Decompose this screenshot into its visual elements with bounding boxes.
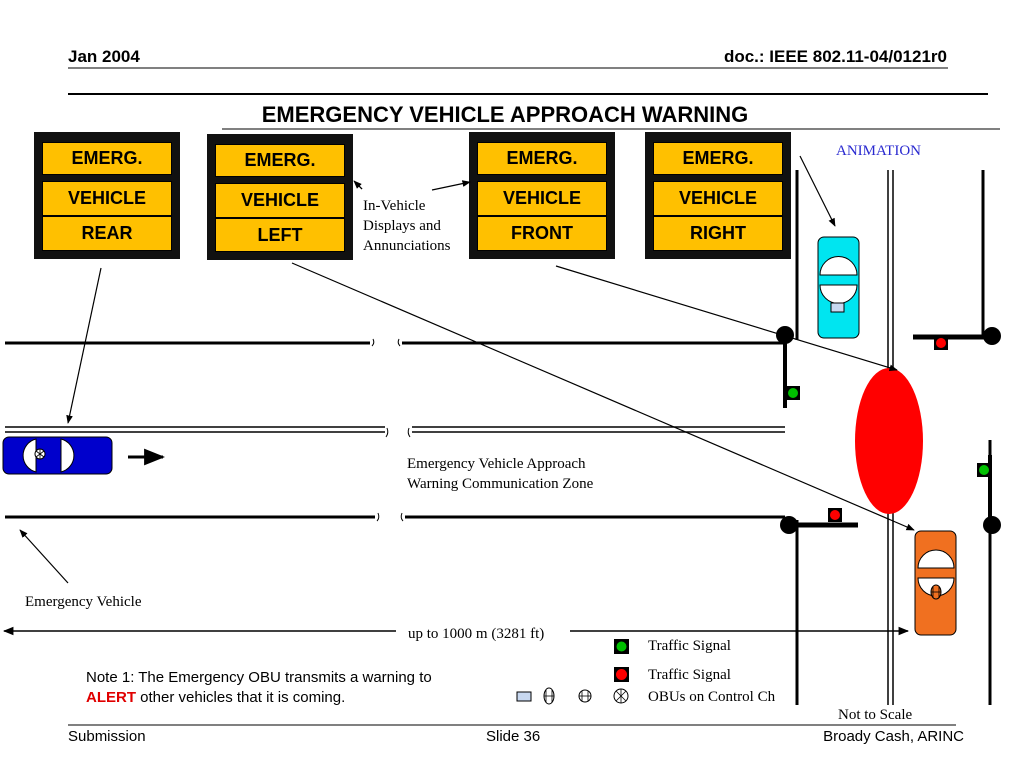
distance-label: up to 1000 m (3281 ft) — [408, 626, 545, 642]
display-rear-line2: VEHICLE — [42, 181, 172, 216]
display-left: EMERG. VEHICLE LEFT — [207, 134, 353, 260]
display-left-line2: VEHICLE — [215, 183, 345, 218]
note: Note 1: The Emergency OBU transmits a wa… — [86, 668, 432, 708]
warning-zone-label-line2: Warning Communication Zone — [407, 476, 594, 492]
in-vehicle-label: In-Vehicle Displays and Annunciations — [363, 196, 451, 256]
display-front-line1: EMERG. — [477, 142, 607, 175]
warning-zone-label-line1: Emergency Vehicle Approach — [407, 456, 586, 472]
in-vehicle-label-line1: In-Vehicle — [363, 198, 426, 214]
display-rear: EMERG. VEHICLE REAR — [34, 132, 180, 259]
display-left-line3: LEFT — [215, 218, 345, 252]
legend-obu-icons — [516, 687, 629, 705]
animation-label: ANIMATION — [836, 143, 921, 159]
note-line2-rest: other vehicles that it is coming. — [136, 689, 346, 706]
header-doc-id: doc.: IEEE 802.11-04/0121r0 — [723, 47, 947, 66]
in-vehicle-label-line2: Displays and — [363, 218, 441, 234]
arrow-front-to-zone — [555, 265, 898, 372]
road-center-line — [5, 426, 785, 438]
legend-green-signal-label: Traffic Signal — [648, 638, 731, 654]
display-rear-line1: EMERG. — [42, 142, 172, 175]
arrow-animation-to-car — [799, 155, 836, 227]
display-right-line2: VEHICLE — [653, 181, 783, 216]
legend-red-signal-icon — [614, 667, 629, 682]
display-right-line3: RIGHT — [653, 216, 783, 251]
legend-obus-label: OBUs on Control Ch — [648, 689, 776, 705]
warning-zone-label: Emergency Vehicle Approach Warning Commu… — [407, 454, 593, 494]
display-front-line3: FRONT — [477, 216, 607, 251]
emergency-vehicle — [2, 436, 113, 475]
display-right-line1: EMERG. — [653, 142, 783, 175]
warning-zone — [855, 368, 923, 514]
in-vehicle-label-line3: Annunciations — [363, 238, 451, 254]
display-left-line1: EMERG. — [215, 144, 345, 177]
note-line1: Note 1: The Emergency OBU transmits a wa… — [86, 669, 432, 686]
display-rear-line3: REAR — [42, 216, 172, 251]
display-front-line2: VEHICLE — [477, 181, 607, 216]
traffic-signal-bottom-left — [780, 508, 858, 534]
arrow-label-to-road — [19, 529, 69, 584]
arrow-to-front-display — [431, 180, 471, 191]
footer-author: Broady Cash, ARINC — [823, 728, 964, 745]
traffic-signal-top-right — [913, 327, 1001, 350]
note-line2: ALERT other vehicles that it is coming. — [86, 688, 432, 708]
road-lower-edge — [5, 512, 785, 522]
arrow-left-to-orange-car — [291, 262, 915, 531]
not-to-scale-label: Not to Scale — [838, 707, 913, 723]
note-alert: ALERT — [86, 689, 136, 706]
road-upper-edge — [5, 338, 784, 347]
traffic-signal-bottom-right — [977, 455, 1001, 534]
display-right: EMERG. VEHICLE RIGHT — [645, 132, 791, 259]
display-front: EMERG. VEHICLE FRONT — [469, 132, 615, 259]
legend-red-signal-label: Traffic Signal — [648, 667, 731, 683]
traffic-signal-top-left — [776, 326, 800, 408]
page-title: EMERGENCY VEHICLE APPROACH WARNING — [261, 102, 749, 127]
cyan-car — [817, 236, 860, 339]
footer-left: Submission — [68, 728, 146, 745]
header-date: Jan 2004 — [68, 47, 140, 66]
footer-slide-number: Slide 36 — [486, 728, 541, 745]
emergency-vehicle-label: Emergency Vehicle — [25, 594, 142, 610]
legend-green-signal-icon — [614, 639, 629, 654]
orange-car — [914, 530, 957, 636]
arrow-rear-to-vehicle — [66, 267, 102, 424]
